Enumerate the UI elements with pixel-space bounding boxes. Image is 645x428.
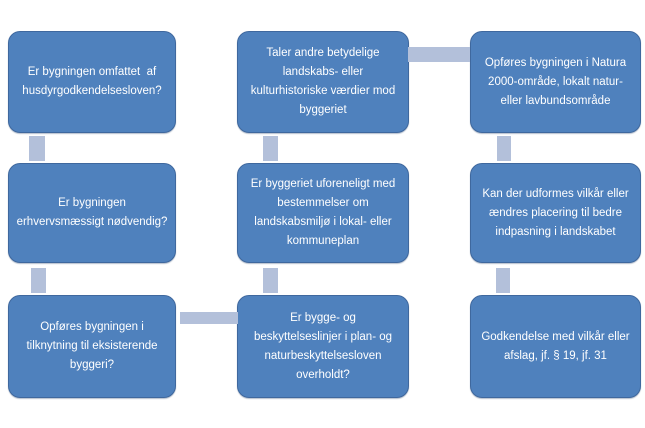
flow-box-erhvervsmaessigt-noedvendig: Er bygningen erhvervsmæssigt nødvendig? [8,163,176,263]
flow-box-vilkaar-aendret-placering: Kan der udformes vilkår eller ændres pla… [470,163,641,263]
flow-box-natura-2000-omraade: Opføres bygningen i Natura 2000-område, … [470,31,641,133]
flow-box-label: Opføres bygningen i Natura 2000-område, … [484,56,627,107]
connector-col3-row1-row2 [497,136,511,161]
flow-box-label: Godkendelse med vilkår eller afslag, jf.… [481,330,630,362]
flow-box-label: Kan der udformes vilkår eller ændres pla… [482,187,629,238]
flow-box-uforeneligt-lokal-kommuneplan: Er byggeriet uforeneligt med bestemmelse… [237,163,409,263]
flow-box-godkendelse-afslag: Godkendelse med vilkår eller afslag, jf.… [470,295,641,398]
connector-col2-row1-row2 [263,136,278,161]
flow-box-bygge-beskyttelseslinjer: Er bygge- og beskyttelseslinjer i plan- … [237,295,409,398]
flow-box-label: Er byggeriet uforeneligt med bestemmelse… [250,178,396,247]
flow-box-label: Taler andre betydelige landskabs- eller … [250,47,396,116]
flow-box-label: Opføres bygningen i tilknytning til eksi… [26,321,158,371]
connector-col3-row2-row3 [496,268,510,293]
connector-col2-row2-row3 [263,268,278,293]
connector-col1-col2-row3 [180,312,238,324]
flow-box-label: Er bygningen erhvervsmæssigt nødvendig? [16,197,168,228]
flow-box-label: Er bygningen omfattet af husdyrgodkendel… [22,66,162,97]
connector-col2-col3-row1 [408,47,470,62]
flow-box-label: Er bygge- og beskyttelseslinjer i plan- … [253,311,393,381]
flow-box-landskabs-kulturhistoriske-vaerdier: Taler andre betydelige landskabs- eller … [237,31,409,133]
flow-box-husdyrgodkendelsesloven: Er bygningen omfattet af husdyrgodkendel… [8,31,176,133]
flow-box-tilknytning-eksisterende-byggeri: Opføres bygningen i tilknytning til eksi… [8,295,176,398]
connector-col1-row2-row3 [31,268,46,293]
connector-col1-row1-row2 [29,136,45,161]
